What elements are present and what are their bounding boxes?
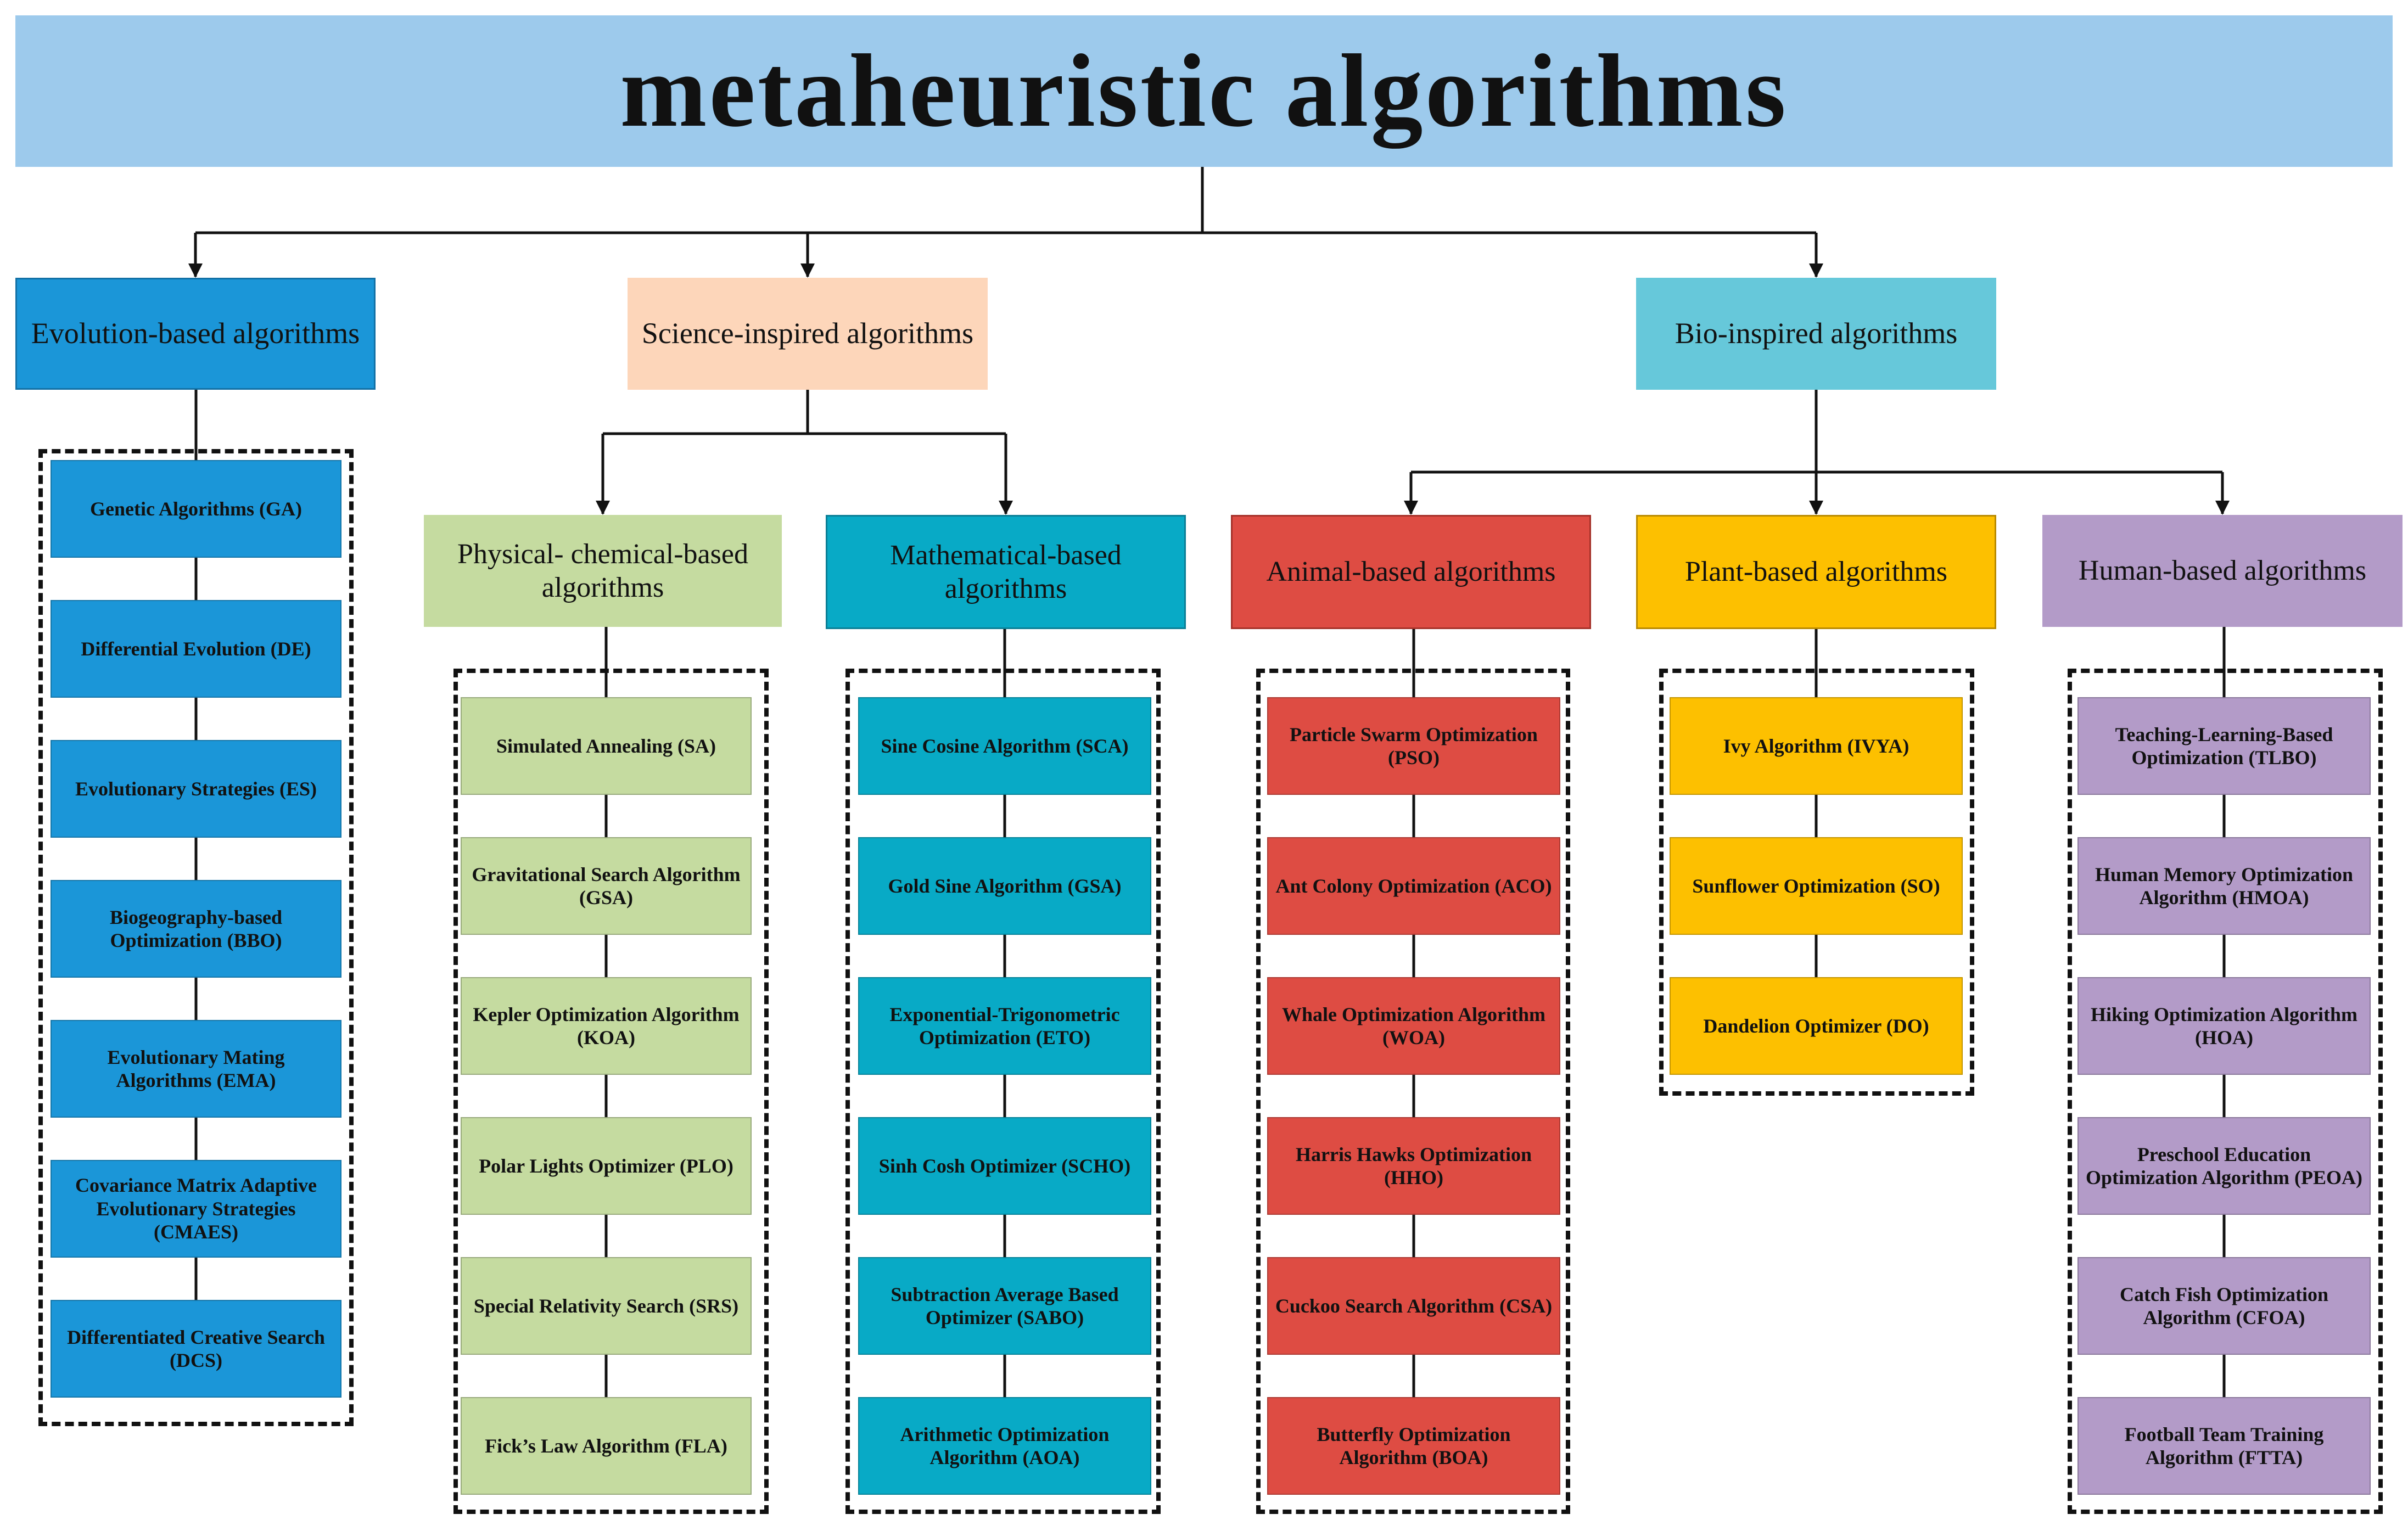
algorithm-item: Catch Fish Optimization Algorithm (CFOA) — [2077, 1257, 2371, 1355]
arrowhead-icon — [800, 263, 815, 278]
algorithm-item: Simulated Annealing (SA) — [461, 697, 752, 795]
algorithm-item: Preschool Education Optimization Algorit… — [2077, 1117, 2371, 1215]
group-frame-math — [845, 669, 1161, 1514]
arrowhead-icon — [999, 501, 1013, 515]
group-frame-plant — [1659, 669, 1974, 1096]
category-evolution: Evolution-based algorithms — [15, 278, 376, 390]
algorithm-item: Gravitational Search Algorithm (GSA) — [461, 837, 752, 935]
algorithm-item: Ivy Algorithm (IVYA) — [1670, 697, 1963, 795]
arrowhead-icon — [596, 501, 610, 515]
algorithm-item: Sine Cosine Algorithm (SCA) — [858, 697, 1151, 795]
group-frame-physical — [453, 669, 769, 1514]
algorithm-item: Dandelion Optimizer (DO) — [1670, 977, 1963, 1075]
algorithm-item: Harris Hawks Optimization (HHO) — [1267, 1117, 1560, 1215]
arrowhead-icon — [1809, 263, 1823, 278]
algorithm-item: Human Memory Optimization Algorithm (HMO… — [2077, 837, 2371, 935]
subcategory-human: Human-based algorithms — [2042, 515, 2403, 627]
arrowhead-icon — [1404, 501, 1418, 515]
algorithm-item: Sunflower Optimization (SO) — [1670, 837, 1963, 935]
subcategory-plant: Plant-based algorithms — [1636, 515, 1996, 629]
algorithm-item: Special Relativity Search (SRS) — [461, 1257, 752, 1355]
arrowhead-icon — [188, 263, 203, 278]
algorithm-item: Particle Swarm Optimization (PSO) — [1267, 697, 1560, 795]
subcategory-math: Mathematical-based algorithms — [826, 515, 1186, 629]
algorithm-item: Cuckoo Search Algorithm (CSA) — [1267, 1257, 1560, 1355]
arrowhead-icon — [1809, 501, 1823, 515]
algorithm-item: Hiking Optimization Algorithm (HOA) — [2077, 977, 2371, 1075]
algorithm-item: Butterfly Optimization Algorithm (BOA) — [1267, 1397, 1560, 1495]
algorithm-item: Subtraction Average Based Optimizer (SAB… — [858, 1257, 1151, 1355]
algorithm-item: Evolutionary Strategies (ES) — [51, 740, 341, 838]
group-frame-evolution — [38, 449, 354, 1426]
algorithm-item: Evolutionary Mating Algorithms (EMA) — [51, 1020, 341, 1118]
algorithm-item: Sinh Cosh Optimizer (SCHO) — [858, 1117, 1151, 1215]
algorithm-item: Fick’s Law Algorithm (FLA) — [461, 1397, 752, 1495]
algorithm-item: Covariance Matrix Adaptive Evolutionary … — [51, 1160, 341, 1258]
algorithm-item: Arithmetic Optimization Algorithm (AOA) — [858, 1397, 1151, 1495]
algorithm-item: Ant Colony Optimization (ACO) — [1267, 837, 1560, 935]
arrowhead-icon — [2215, 501, 2230, 515]
algorithm-item: Gold Sine Algorithm (GSA) — [858, 837, 1151, 935]
algorithm-item: Teaching-Learning-Based Optimization (TL… — [2077, 697, 2371, 795]
category-science: Science-inspired algorithms — [628, 278, 988, 390]
algorithm-item: Kepler Optimization Algorithm (KOA) — [461, 977, 752, 1075]
subcategory-animal: Animal-based algorithms — [1231, 515, 1591, 629]
diagram-title: metaheuristic algorithms — [15, 15, 2393, 167]
algorithm-item: Differentiated Creative Search (DCS) — [51, 1300, 341, 1398]
subcategory-physical: Physical- chemical-based algorithms — [424, 515, 782, 627]
category-bio: Bio-inspired algorithms — [1636, 278, 1996, 390]
algorithm-item: Football Team Training Algorithm (FTTA) — [2077, 1397, 2371, 1495]
algorithm-item: Genetic Algorithms (GA) — [51, 460, 341, 558]
algorithm-item: Whale Optimization Algorithm (WOA) — [1267, 977, 1560, 1075]
algorithm-item: Polar Lights Optimizer (PLO) — [461, 1117, 752, 1215]
algorithm-item: Exponential-Trigonometric Optimization (… — [858, 977, 1151, 1075]
group-frame-human — [2068, 669, 2383, 1514]
algorithm-item: Differential Evolution (DE) — [51, 600, 341, 698]
algorithm-item: Biogeography-based Optimization (BBO) — [51, 880, 341, 978]
group-frame-animal — [1256, 669, 1570, 1514]
